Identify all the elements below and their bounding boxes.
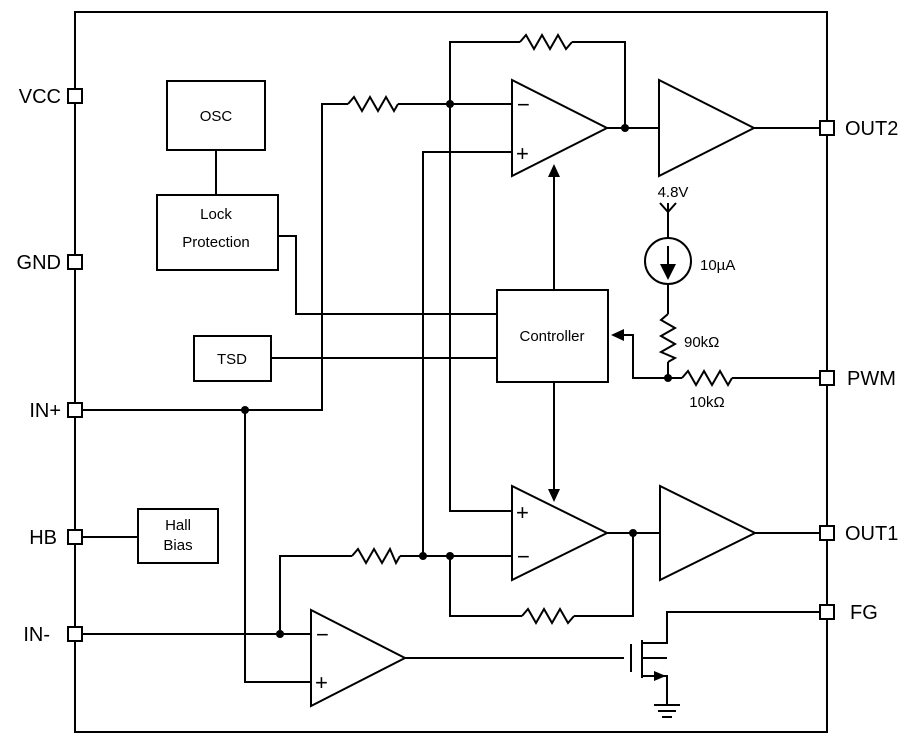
osc-label: OSC <box>200 108 233 125</box>
opamp-lower-minus: − <box>517 544 530 569</box>
current-source-arrow-icon <box>660 264 676 280</box>
resistor-feedback-top <box>519 32 573 52</box>
pin-in-minus <box>67 626 83 642</box>
pin-label-vcc: VCC <box>19 86 61 108</box>
buffer-out2 <box>658 78 757 178</box>
pin-pwm <box>819 370 835 386</box>
pins-left <box>67 88 83 642</box>
comparator-minus: − <box>316 622 329 647</box>
hall-bias-block <box>137 508 219 564</box>
lock-label-line2: Protection <box>182 234 250 251</box>
hall-label-line1: Hall <box>165 517 191 534</box>
controller-block <box>496 289 609 383</box>
resistor-feedback-bottom <box>521 606 575 626</box>
lock-protection-block <box>156 194 279 271</box>
controller-label: Controller <box>519 328 584 345</box>
pin-label-hb: HB <box>29 527 57 549</box>
pin-fg <box>819 604 835 620</box>
pin-label-out2: OUT2 <box>845 118 898 140</box>
resistor-10k <box>681 368 733 388</box>
mosfet-arrow-icon <box>654 671 666 681</box>
pin-gnd <box>67 254 83 270</box>
opamp-upper <box>511 78 610 178</box>
current-value-label: 10µA <box>700 257 735 274</box>
arrow-controller-to-lower-icon <box>548 489 560 502</box>
tsd-label: TSD <box>217 351 247 368</box>
arrow-controller-to-upper-icon <box>548 164 560 177</box>
comparator-plus: + <box>315 670 328 695</box>
pin-label-in-plus: IN+ <box>29 400 61 422</box>
supply-voltage-label: 4.8V <box>658 184 689 201</box>
pin-out1 <box>819 525 835 541</box>
opamp-lower-plus: + <box>516 500 529 525</box>
pin-label-gnd: GND <box>17 252 61 274</box>
pin-in-plus <box>67 402 83 418</box>
buffer-out1 <box>659 484 758 582</box>
pin-label-fg: FG <box>850 602 878 624</box>
pin-label-out1: OUT1 <box>845 523 898 545</box>
lock-label-line1: Lock <box>200 206 232 223</box>
pin-label-in-minus: IN- <box>23 624 50 646</box>
resistor-input-top <box>347 94 399 114</box>
comparator <box>310 608 408 708</box>
opamp-upper-plus: + <box>516 141 529 166</box>
pin-out2 <box>819 120 835 136</box>
hall-label-line2: Bias <box>163 537 192 554</box>
opamp-lower <box>511 484 610 582</box>
opamp-upper-minus: − <box>517 92 530 117</box>
resistors <box>347 32 733 626</box>
tsd-block <box>193 335 272 382</box>
pin-hb <box>67 529 83 545</box>
wires <box>82 41 820 718</box>
osc-block <box>166 80 266 151</box>
resistor-90k <box>658 313 678 363</box>
pin-vcc <box>67 88 83 104</box>
pin-label-pwm: PWM <box>847 368 896 390</box>
arrow-pwm-to-controller-icon <box>611 329 624 341</box>
resistor-10k-label: 10kΩ <box>689 394 724 411</box>
resistor-input-bottom <box>351 546 401 566</box>
junctions <box>241 100 672 638</box>
pins-right <box>819 120 835 620</box>
resistor-90k-label: 90kΩ <box>684 334 719 351</box>
